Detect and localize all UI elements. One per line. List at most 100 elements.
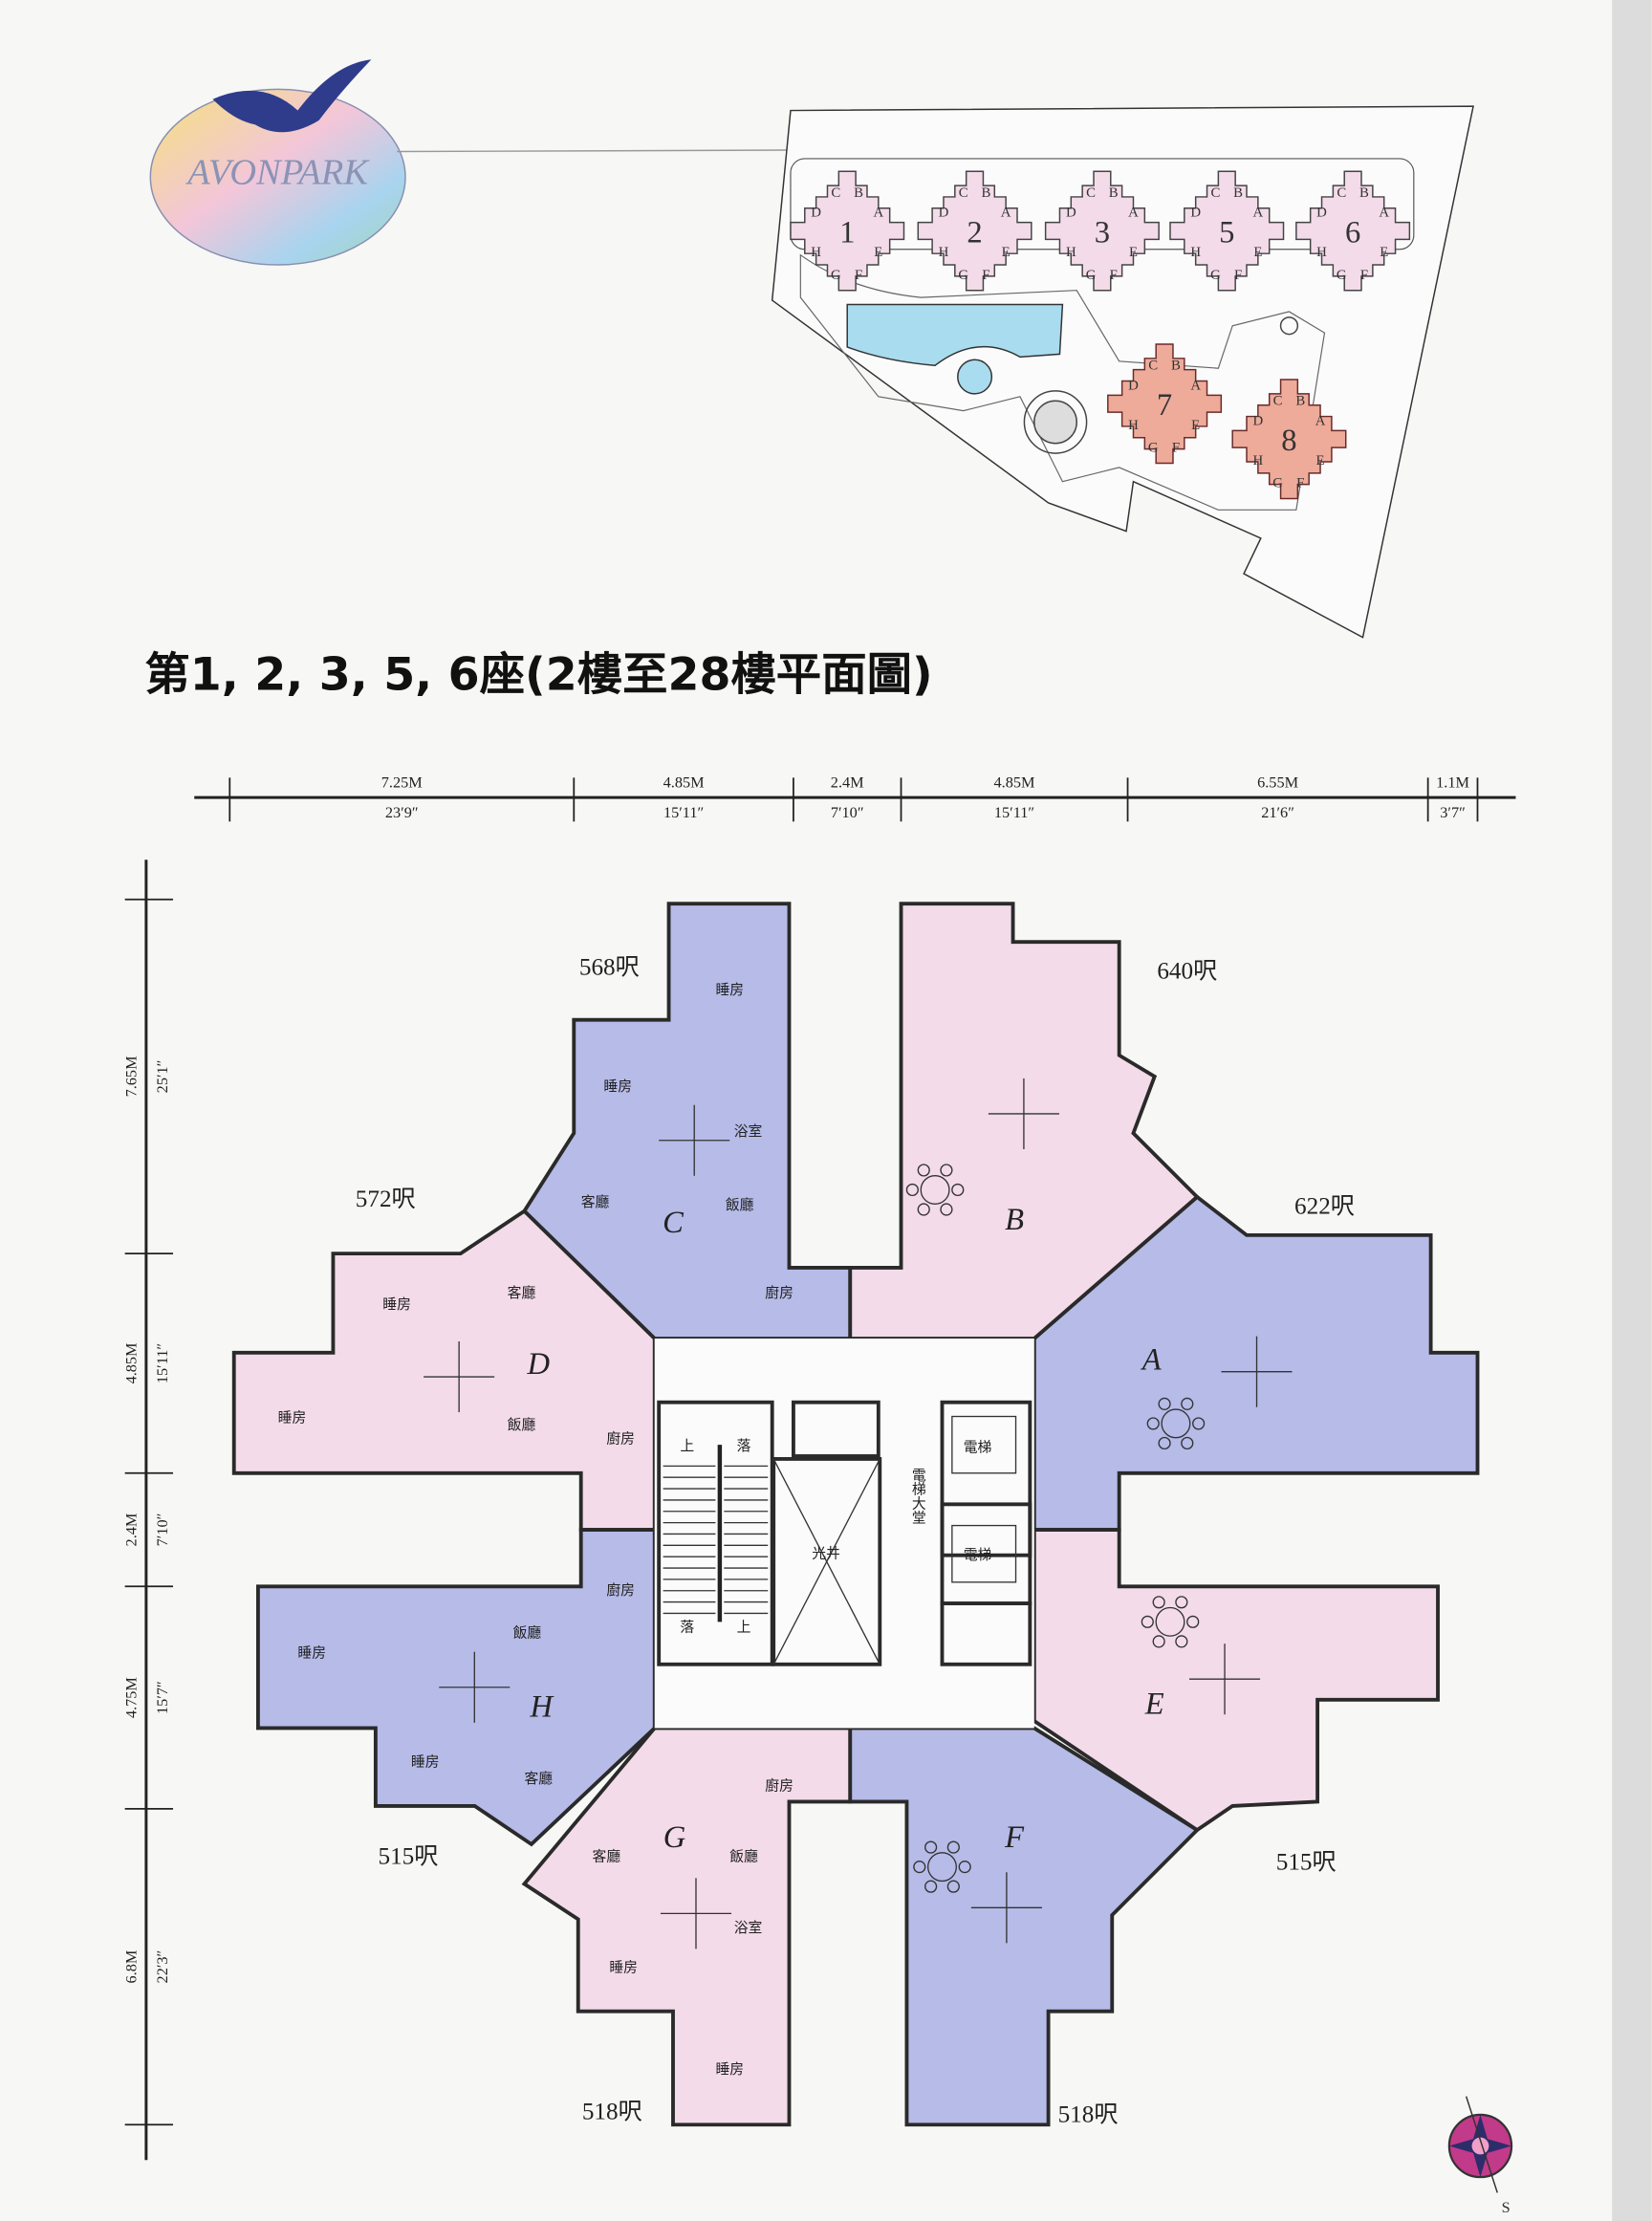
wing-letter: C <box>1086 185 1096 201</box>
dimension-imperial: 15′11″ <box>663 803 704 821</box>
wing-letter: F <box>1110 268 1118 283</box>
wing-letter: B <box>1359 185 1369 201</box>
bird-icon <box>212 59 372 133</box>
wing-letter: D <box>939 206 949 221</box>
stair-down-label: 落 <box>737 1438 751 1454</box>
wing-letter: E <box>874 245 882 260</box>
wing-letter: F <box>855 268 862 283</box>
room-label: 客廳 <box>524 1770 553 1787</box>
page-edge <box>1612 0 1652 2221</box>
logo-text: AVONPARK <box>185 153 370 193</box>
wing-letter: G <box>1210 268 1221 283</box>
wing-letter: B <box>1295 394 1305 409</box>
wing-letter: H <box>1253 453 1264 468</box>
unit-b[interactable]: B 640呎 <box>848 902 1217 1340</box>
dining-table-icon <box>905 1164 965 1216</box>
wing-letter: C <box>1148 359 1158 374</box>
dimension-metric: 2.4M <box>122 1513 141 1547</box>
lift-label: 電梯 <box>964 1440 992 1456</box>
compass-label: S <box>1502 2198 1511 2216</box>
wing-letter: F <box>1296 476 1304 491</box>
room-label: 睡房 <box>382 1296 411 1313</box>
unit-letter: C <box>663 1206 685 1240</box>
wing-letter: D <box>1190 206 1201 221</box>
wing-letter: B <box>854 185 863 201</box>
wing-letter: E <box>1253 245 1262 260</box>
unit-d[interactable]: D572呎睡房客廳睡房飯廳廚房 <box>231 1187 657 1532</box>
swimming-pool <box>846 303 1064 366</box>
dimension-imperial: 15′11″ <box>153 1343 171 1383</box>
unit-outline <box>1032 1528 1440 1833</box>
unit-outline <box>848 1726 1201 2127</box>
room-label: 飯廳 <box>513 1624 542 1642</box>
wing-letter: H <box>1316 245 1327 260</box>
stair-up-label: 上 <box>680 1438 694 1454</box>
room-label: 睡房 <box>715 2061 744 2078</box>
block-number: 1 <box>839 215 855 250</box>
lift-1 <box>940 1400 1032 1557</box>
building-core: 上 落 落 上 光井 電梯 電梯 電梯大堂 <box>654 1339 1034 1729</box>
wing-letter: H <box>1128 418 1139 433</box>
block-number: 3 <box>1095 215 1110 250</box>
wing-letter: E <box>1316 453 1325 468</box>
wing-letter: A <box>1253 206 1264 221</box>
unit-area: 640呎 <box>1157 959 1217 985</box>
wing-letter: C <box>1210 185 1220 201</box>
block-number: 5 <box>1219 215 1234 250</box>
dining-table-icon <box>913 1840 971 1893</box>
wing-letter: A <box>1315 413 1326 428</box>
dimension-imperial: 22′3″ <box>153 1950 171 1984</box>
room-label: 廚房 <box>765 1777 793 1795</box>
avonpark-logo: AVONPARK <box>149 59 406 266</box>
unit-letter: B <box>1005 1203 1024 1237</box>
wing-letter: A <box>1379 206 1389 221</box>
room-label: 睡房 <box>297 1644 326 1661</box>
wing-letter: F <box>1172 441 1180 456</box>
wing-letter: G <box>831 268 841 283</box>
wing-letter: A <box>1128 206 1139 221</box>
unit-area: 568呎 <box>579 954 640 980</box>
divider <box>397 149 787 153</box>
unit-g[interactable]: G518呎廚房客廳飯廳浴室睡房睡房 <box>521 1726 853 2127</box>
room-label: 客廳 <box>593 1848 621 1865</box>
room-label: 睡房 <box>411 1753 440 1770</box>
unit-letter: D <box>526 1347 550 1382</box>
block-number: 6 <box>1345 215 1360 250</box>
room-label: 飯廳 <box>726 1196 754 1213</box>
wing-letter: G <box>1337 268 1347 283</box>
unit-area: 518呎 <box>582 2099 642 2124</box>
wing-letter: D <box>1066 206 1076 221</box>
block-outline <box>917 170 1032 292</box>
dining-table-icon <box>1146 1397 1206 1450</box>
dimension-metric: 7.65M <box>122 1056 141 1097</box>
room-label: 浴室 <box>734 1920 763 1936</box>
unit-area: 515呎 <box>378 1844 438 1870</box>
dimension-metric: 4.75M <box>122 1677 141 1718</box>
block-outline <box>1044 170 1160 292</box>
dimension-imperial: 3′7″ <box>1440 803 1466 821</box>
wing-letter: E <box>1129 245 1138 260</box>
room-label: 客廳 <box>581 1193 610 1210</box>
wing-letter: A <box>1001 206 1011 221</box>
unit-letter: A <box>1141 1343 1163 1378</box>
wing-letter: H <box>1190 245 1201 260</box>
wing-letter: G <box>1086 268 1097 283</box>
wing-letter: D <box>1128 378 1139 393</box>
wing-letter: F <box>1234 268 1242 283</box>
dimension-metric: 2.4M <box>831 773 864 792</box>
lift-label: 電梯 <box>964 1547 992 1563</box>
dimension-imperial: 7′10″ <box>831 803 864 821</box>
horizontal-dimension-bar: 7.25M23′9″4.85M15′11″2.4M7′10″4.85M15′11… <box>194 773 1516 822</box>
wing-letter: G <box>1148 441 1159 456</box>
block-outline <box>1231 379 1347 500</box>
block-number: 2 <box>967 215 982 250</box>
